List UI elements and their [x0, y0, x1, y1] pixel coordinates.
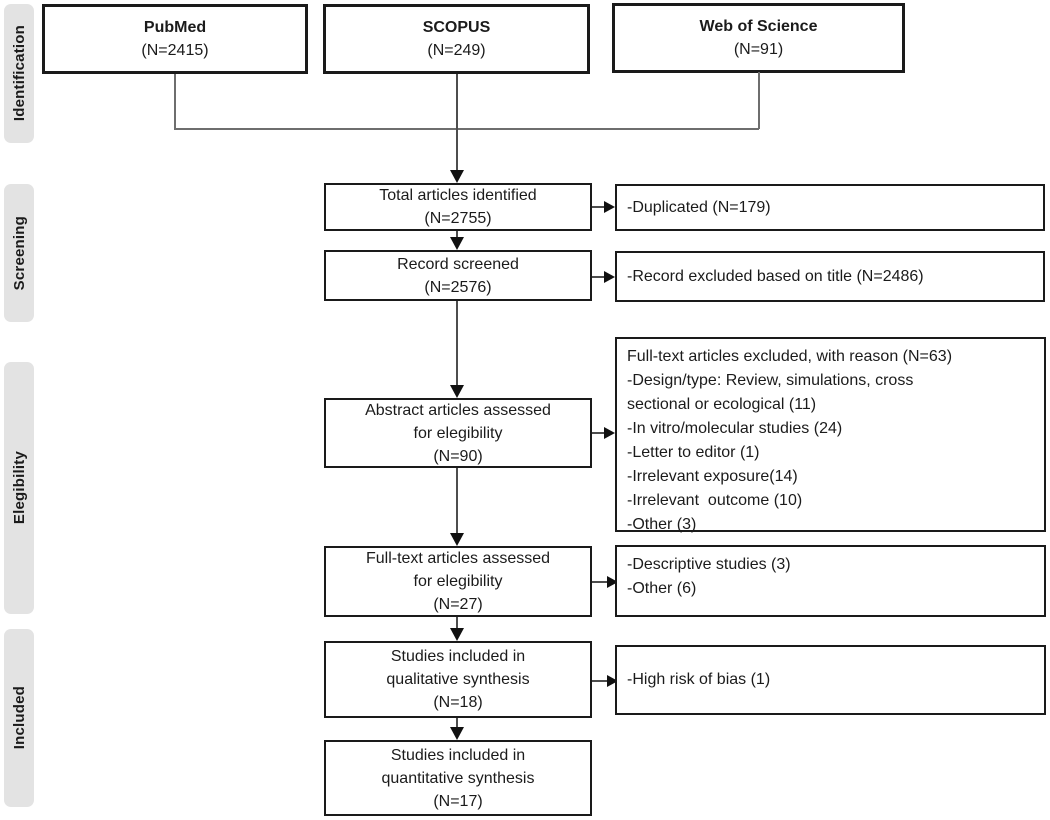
stage-band-elegibility: Elegibility	[4, 362, 34, 614]
stage-label-included: Included	[10, 686, 28, 750]
source-title-web-of-science: Web of Science	[699, 18, 818, 35]
flow-abstract-line-1: Abstract articles assessed	[365, 401, 551, 419]
exclusion-descriptive-line-2: -Other (6)	[627, 580, 697, 597]
arrowhead-into-fulltext	[450, 533, 464, 546]
source-box-web-of-science: Web of Science (N=91)	[612, 3, 905, 73]
source-box-pubmed: PubMed (N=2415)	[42, 4, 308, 74]
flow-box-qualitative-synthesis: Studies included in qualitative synthesi…	[324, 641, 592, 718]
stage-label-identification: Identification	[10, 25, 28, 122]
exclusion-bias-line: -High risk of bias (1)	[627, 671, 771, 688]
connector-fulltext-to-qualitative	[456, 617, 458, 629]
connector-wos-drop	[758, 72, 760, 129]
exclusion-reasons-line-1: Full-text articles excluded, with reason…	[627, 348, 953, 365]
connector-abstract-to-fulltext	[456, 468, 458, 534]
source-count-pubmed: (N=2415)	[141, 42, 209, 59]
flow-abstract-line-2: for elegibility	[413, 424, 503, 442]
connector-total-to-screened	[456, 231, 458, 240]
stage-label-elegibility: Elegibility	[10, 451, 28, 525]
stage-band-included: Included	[4, 629, 34, 807]
exclusion-box-duplicated: -Duplicated (N=179)	[615, 184, 1045, 231]
connector-screened-to-abstract	[456, 301, 458, 387]
flow-screened-line-2: (N=2576)	[424, 278, 492, 296]
arrowhead-into-bias	[607, 675, 618, 687]
flow-abstract-line-3: (N=90)	[433, 447, 483, 465]
exclusion-reasons-line-8: -Other (3)	[627, 516, 697, 533]
source-count-web-of-science: (N=91)	[733, 41, 784, 58]
arrowhead-into-reasons	[604, 427, 615, 439]
flow-quantitative-line-2: quantitative synthesis	[381, 769, 535, 787]
flow-screened-line-1: Record screened	[397, 255, 519, 273]
arrowhead-into-descriptive	[607, 576, 618, 588]
exclusion-reasons-line-4: -In vitro/molecular studies (24)	[627, 420, 843, 437]
exclusion-reasons-line-7: -Irrelevant outcome (10)	[627, 492, 803, 509]
exclusion-reasons-line-5: -Letter to editor (1)	[627, 444, 760, 461]
flow-qualitative-line-2: qualitative synthesis	[386, 671, 530, 688]
arrowhead-into-bytitle	[604, 271, 615, 283]
flow-qualitative-line-3: (N=18)	[433, 694, 483, 711]
connector-scopus-to-total	[456, 74, 458, 170]
exclusion-descriptive-line-1: -Descriptive studies (3)	[627, 556, 791, 573]
flow-box-total-identified: Total articles identified (N=2755)	[324, 183, 592, 231]
flow-total-line-1: Total articles identified	[379, 187, 537, 204]
connector-fulltext-to-descriptive	[592, 581, 607, 583]
exclusion-box-fulltext-reasons: Full-text articles excluded, with reason…	[615, 337, 1046, 533]
exclusion-box-by-title: -Record excluded based on title (N=2486)	[615, 251, 1045, 302]
source-title-pubmed: PubMed	[143, 19, 207, 36]
stage-band-identification: Identification	[4, 4, 34, 143]
arrowhead-into-quantitative	[450, 727, 464, 740]
connector-abstract-to-reasons	[592, 432, 605, 434]
flow-quantitative-line-1: Studies included in	[390, 746, 526, 764]
flow-box-fulltext-assessed: Full-text articles assessed for elegibil…	[324, 546, 592, 617]
arrowhead-into-abstract	[450, 385, 464, 398]
exclusion-reasons-line-3: sectional or ecological (11)	[627, 396, 817, 413]
source-count-scopus: (N=249)	[427, 42, 486, 59]
connector-qualitative-to-quantitative	[456, 718, 458, 728]
source-box-scopus: SCOPUS (N=249)	[323, 4, 590, 74]
flow-fulltext-line-2: for elegibility	[413, 573, 503, 590]
exclusion-box-after-fulltext: -Descriptive studies (3) -Other (6)	[615, 545, 1046, 617]
flow-quantitative-line-3: (N=17)	[433, 792, 483, 810]
connector-qualitative-to-bias	[592, 680, 607, 682]
flow-fulltext-line-1: Full-text articles assessed	[365, 550, 551, 567]
stage-label-screening: Screening	[10, 215, 28, 291]
flow-box-abstract-assessed: Abstract articles assessed for elegibili…	[324, 398, 592, 468]
arrowhead-into-duplicated	[604, 201, 615, 213]
exclusion-duplicated-line: -Duplicated (N=179)	[627, 198, 771, 216]
arrowhead-into-qualitative	[450, 628, 464, 641]
exclusion-box-high-risk-bias: -High risk of bias (1)	[615, 645, 1046, 715]
flow-box-quantitative-synthesis: Studies included in quantitative synthes…	[324, 740, 592, 816]
exclusion-reasons-line-2: -Design/type: Review, simulations, cross	[627, 372, 914, 389]
exclusion-reasons-line-6: -Irrelevant exposure(14)	[627, 468, 798, 485]
flow-total-line-2: (N=2755)	[424, 210, 492, 227]
connector-screened-to-bytitle	[592, 276, 605, 278]
stage-band-screening: Screening	[4, 184, 34, 322]
flow-qualitative-line-1: Studies included in	[390, 648, 526, 665]
connector-total-to-duplicated	[592, 206, 605, 208]
connector-merge-horizontal	[174, 128, 759, 130]
connector-pubmed-drop	[174, 74, 176, 129]
flow-fulltext-line-3: (N=27)	[433, 596, 483, 613]
source-title-scopus: SCOPUS	[422, 19, 491, 36]
exclusion-bytitle-line: -Record excluded based on title (N=2486)	[627, 267, 924, 285]
flow-box-record-screened: Record screened (N=2576)	[324, 250, 592, 301]
arrowhead-into-screened	[450, 237, 464, 250]
arrowhead-into-total	[450, 170, 464, 183]
